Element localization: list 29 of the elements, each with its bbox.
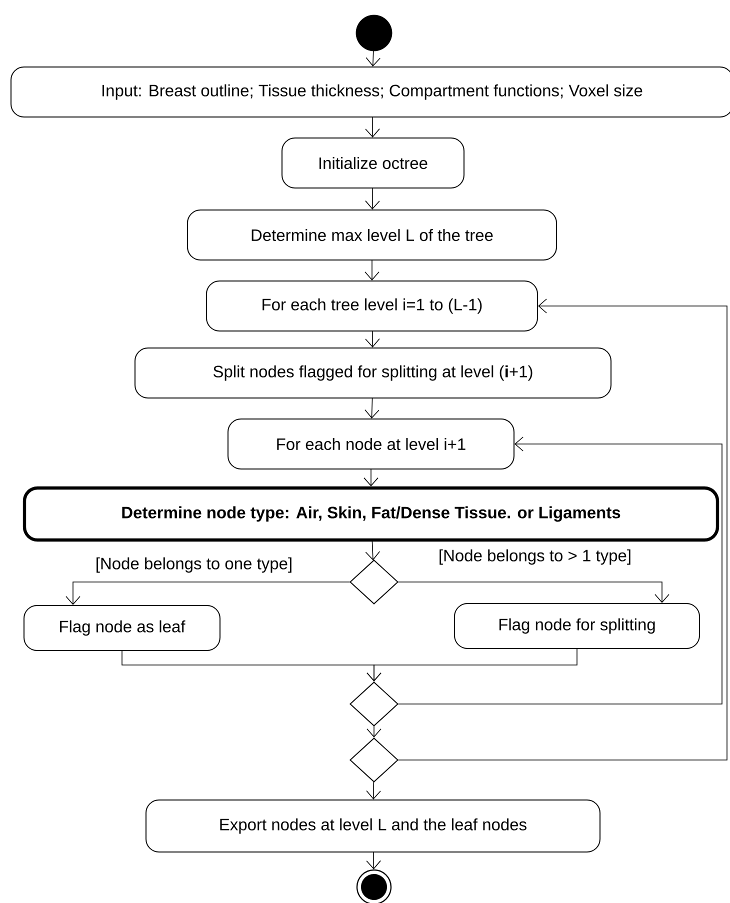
action-box: Input: Breast outline; Tissue thickness; Compartment functions; Voxel size	[10, 66, 730, 118]
arrow	[366, 782, 381, 800]
arrow	[398, 298, 728, 760]
arrow	[365, 541, 380, 560]
action-box: Flag node as leaf	[24, 605, 220, 651]
arrow	[398, 582, 670, 603]
guard-label: [Node belongs to one type]	[94, 556, 294, 574]
final-node	[356, 869, 392, 903]
arrow	[364, 469, 378, 486]
arrow	[366, 648, 578, 682]
arrow	[364, 260, 380, 280]
action-box: Split nodes flagged for splitting at level (i+1)	[134, 348, 612, 398]
arrow	[364, 398, 380, 418]
arrow	[398, 436, 722, 704]
arrow	[365, 331, 380, 348]
arrow	[366, 50, 381, 67]
guard-label: [Node belongs to > 1 type]	[437, 548, 633, 566]
arrow	[366, 852, 381, 870]
arrow	[66, 582, 350, 605]
action-box: For each node at level i+1	[228, 418, 514, 470]
arrow	[365, 117, 380, 138]
action-box: Determine max level L of the tree	[187, 210, 557, 260]
arrow	[365, 188, 380, 210]
action-box: Initialize octree	[282, 138, 464, 188]
action-box: For each tree level i=1 to (L-1)	[206, 280, 538, 332]
action-box: Determine node type: Air, Skin, Fat/Dense Tissue. or Ligaments	[22, 486, 720, 542]
action-box: Export nodes at level L and the leaf nodes	[146, 800, 600, 852]
initial-node	[356, 14, 392, 52]
action-box: Flag node for splitting	[454, 603, 700, 649]
